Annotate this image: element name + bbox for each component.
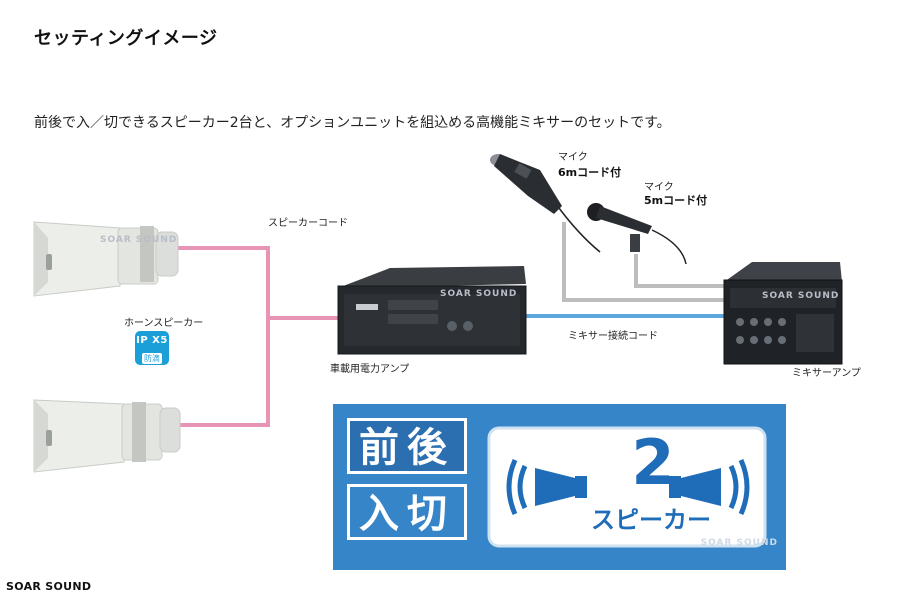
banner-number: 2: [631, 426, 675, 499]
mic-cables: [562, 222, 724, 302]
speaker-cables: [172, 246, 338, 427]
amp-watermark: SOAR SOUND: [440, 289, 517, 299]
speaker-watermark: SOAR SOUND: [100, 235, 177, 245]
mic1-type-label: マイク: [558, 152, 588, 163]
mic1-cord-label: 6mコード付: [558, 166, 622, 179]
mixer-cord-label: ミキサー接続コード: [568, 331, 658, 342]
mic2-cord-label: 5mコード付: [644, 194, 708, 207]
speaker-cable-bottom: [178, 318, 270, 427]
amplifier-label: 車載用電力アンプ: [330, 364, 410, 375]
horn-speaker-label: ホーンスピーカー: [124, 318, 204, 329]
page-title: セッティングイメージ: [34, 28, 218, 49]
handheld-microphone: [490, 154, 562, 214]
speaker-cord-label: スピーカーコード: [268, 218, 348, 229]
banner-sound-waves-left: [506, 458, 528, 516]
ipx5-text: 防滴: [142, 353, 162, 364]
mixer-amp-label: ミキサーアンプ: [792, 368, 861, 379]
banner-watermark: SOAR SOUND: [700, 538, 778, 548]
ipx5-code: IP X5: [136, 335, 168, 346]
speaker-cable-top: [172, 246, 270, 318]
feature-banner: 前後 入切 2 スピーカー SOAR SOUND: [333, 404, 786, 570]
mixer-amplifier: [723, 262, 843, 365]
mic-cord-curves: [555, 203, 687, 265]
mixer-watermark: SOAR SOUND: [762, 291, 839, 301]
horn-speaker-bottom: [33, 399, 181, 473]
banner-sound-waves-right: [728, 458, 750, 516]
banner-caption: スピーカー: [591, 506, 711, 534]
mic2-type-label: マイク: [644, 182, 674, 193]
mic2-cable: [634, 254, 724, 288]
ipx5-badge: IP X5 防滴: [135, 331, 169, 365]
banner-horn-right-base: [669, 476, 681, 498]
banner-word-bottom: 入切: [347, 484, 467, 540]
horn-speaker-top: [33, 221, 179, 297]
banner-horn-right: [681, 468, 721, 506]
banner-horn-left: [535, 468, 575, 506]
description-text: 前後で入／切できるスピーカー2台と、オプションユニットを組込める高機能ミキサーの…: [34, 115, 671, 131]
banner-word-top: 前後: [347, 418, 467, 474]
brand-footer: SOAR SOUND: [6, 580, 92, 593]
mic1-cable: [562, 222, 724, 302]
banner-horn-left-base: [575, 476, 587, 498]
power-amplifier: [337, 266, 527, 355]
banner-speaker-frame: [487, 426, 767, 548]
dynamic-microphone: [587, 203, 652, 252]
